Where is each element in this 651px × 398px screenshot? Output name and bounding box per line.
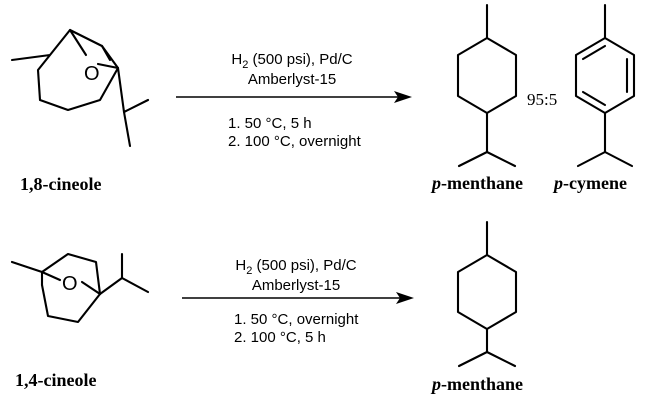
cineole-1-4-structure: O xyxy=(10,252,150,324)
oxygen-atom-label: O xyxy=(84,63,100,85)
step-2-label-2: 2. 100 °C, 5 h xyxy=(234,329,326,346)
p-cymene-structure xyxy=(574,3,636,168)
reactant-name-1-8-cineole: 1,8-cineole xyxy=(20,174,101,194)
reaction-conditions-2: H2 (500 psi), Pd/C Amberlyst-15 1. 50 °C… xyxy=(234,257,359,346)
reactant-name-1-4-cineole: 1,4-cineole xyxy=(15,370,96,390)
p-menthane-structure-2 xyxy=(456,220,518,368)
product-name-p-menthane-1: p-menthane xyxy=(430,173,523,193)
step-1-label-2: 1. 50 °C, overnight xyxy=(234,311,359,328)
reagent-line-2: H2 (500 psi), Pd/C xyxy=(235,257,356,277)
step-2-label-1: 2. 100 °C, overnight xyxy=(228,133,362,150)
catalyst-label-1: Amberlyst-15 xyxy=(248,71,336,88)
product-name-p-cymene: p-cymene xyxy=(552,173,627,193)
step-1-label-1: 1. 50 °C, 5 h xyxy=(228,115,312,132)
p-menthane-structure-1 xyxy=(456,3,518,168)
oxygen-atom-label-2: O xyxy=(62,273,78,295)
product-name-p-menthane-2: p-menthane xyxy=(430,374,523,394)
product-ratio: 95:5 xyxy=(527,90,557,109)
catalyst-label-2: Amberlyst-15 xyxy=(252,277,340,294)
reagent-line-1: H2 (500 psi), Pd/C xyxy=(231,51,352,71)
cineole-1-8-structure: O xyxy=(10,28,150,148)
reaction-arrow-2 xyxy=(182,292,414,304)
reaction-arrow-1 xyxy=(176,91,412,103)
reaction-conditions-1: H2 (500 psi), Pd/C Amberlyst-15 1. 50 °C… xyxy=(228,51,362,150)
